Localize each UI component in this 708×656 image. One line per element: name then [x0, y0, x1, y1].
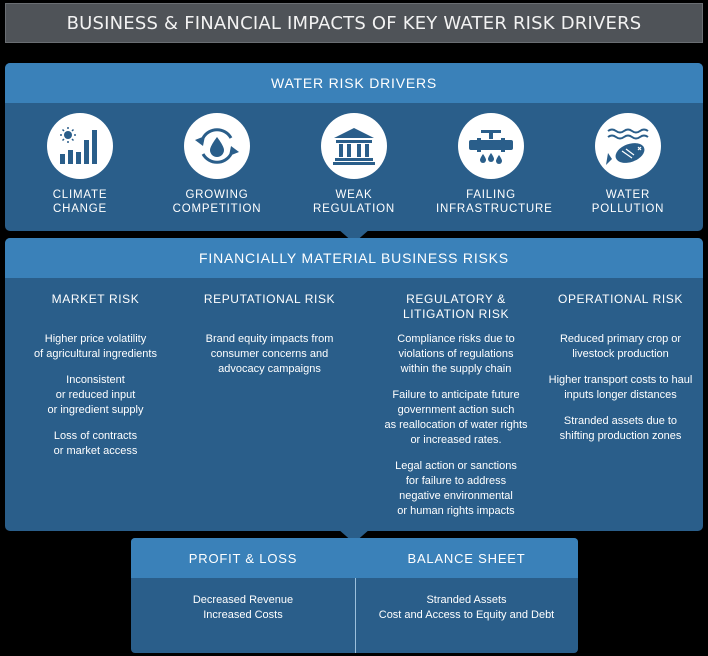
dead-fish-icon	[595, 113, 661, 179]
driver-label: CLIMATE CHANGE	[52, 189, 108, 215]
page-title: BUSINESS & FINANCIAL IMPACTS OF KEY WATE…	[5, 3, 703, 43]
water-risk-drivers-panel: WATER RISK DRIVERS CLIMATE CHANGE	[5, 63, 703, 231]
government-building-icon	[321, 113, 387, 179]
column-heading: REGULATORY & LITIGATION RISK	[402, 292, 510, 321]
reputational-risk-column: REPUTATIONAL RISK Brand equity impacts f…	[187, 292, 352, 388]
risk-item: Reduced primary crop or livestock produc…	[559, 333, 682, 360]
profit-loss-body: Decreased Revenue Increased Costs	[192, 594, 294, 621]
risk-item: Higher price volatility of agricultural …	[34, 333, 157, 360]
driver-water-pollution: WATER POLLUTION	[573, 113, 683, 216]
market-risk-column: MARKET RISK Higher price volatility of a…	[13, 292, 178, 470]
financial-impacts-box: PROFIT & LOSS BALANCE SHEET Decreased Re…	[131, 538, 578, 653]
leaking-pipe-icon	[458, 113, 524, 179]
climate-chart-icon	[47, 113, 113, 179]
driver-label: WATER POLLUTION	[591, 189, 665, 215]
business-risks-panel: FINANCIALLY MATERIAL BUSINESS RISKS MARK…	[5, 238, 703, 531]
risk-item: Compliance risks due to violations of re…	[397, 333, 515, 375]
risk-item: Loss of contracts or market access	[53, 430, 138, 457]
water-risk-drivers-heading: WATER RISK DRIVERS	[5, 63, 703, 103]
profit-loss-heading: PROFIT & LOSS	[131, 538, 355, 578]
driver-weak-regulation: WEAK REGULATION	[299, 113, 409, 216]
column-heading: REPUTATIONAL RISK	[203, 292, 336, 306]
driver-growing-competition: GROWING COMPETITION	[162, 113, 272, 216]
risk-item: Brand equity impacts from consumer conce…	[205, 333, 334, 375]
risk-item: Inconsistent or reduced input or ingredi…	[47, 374, 144, 416]
operational-risk-column: OPERATIONAL RISK Reduced primary crop or…	[538, 292, 703, 455]
column-heading: MARKET RISK	[51, 292, 140, 306]
column-heading: OPERATIONAL RISK	[558, 292, 683, 306]
driver-label: WEAK REGULATION	[313, 189, 395, 215]
balance-sheet-heading: BALANCE SHEET	[355, 538, 578, 578]
risk-item: Higher transport costs to haul inputs lo…	[548, 374, 693, 401]
regulatory-litigation-risk-column: REGULATORY & LITIGATION RISK Compliance …	[362, 292, 550, 530]
risk-item: Failure to anticipate future government …	[384, 389, 528, 446]
business-risks-heading: FINANCIALLY MATERIAL BUSINESS RISKS	[5, 238, 703, 278]
risk-item: Stranded assets due to shifting producti…	[559, 415, 682, 442]
driver-label: GROWING COMPETITION	[172, 189, 262, 215]
driver-failing-infrastructure: FAILING INFRASTRUCTURE	[436, 113, 553, 216]
column-divider	[355, 578, 356, 653]
risk-item: Legal action or sanctions for failure to…	[395, 460, 517, 517]
driver-label: FAILING INFRASTRUCTURE	[436, 189, 553, 215]
driver-climate-change: CLIMATE CHANGE	[25, 113, 135, 216]
balance-sheet-body: Stranded Assets Cost and Access to Equit…	[378, 594, 555, 621]
competition-water-drop-icon	[184, 113, 250, 179]
